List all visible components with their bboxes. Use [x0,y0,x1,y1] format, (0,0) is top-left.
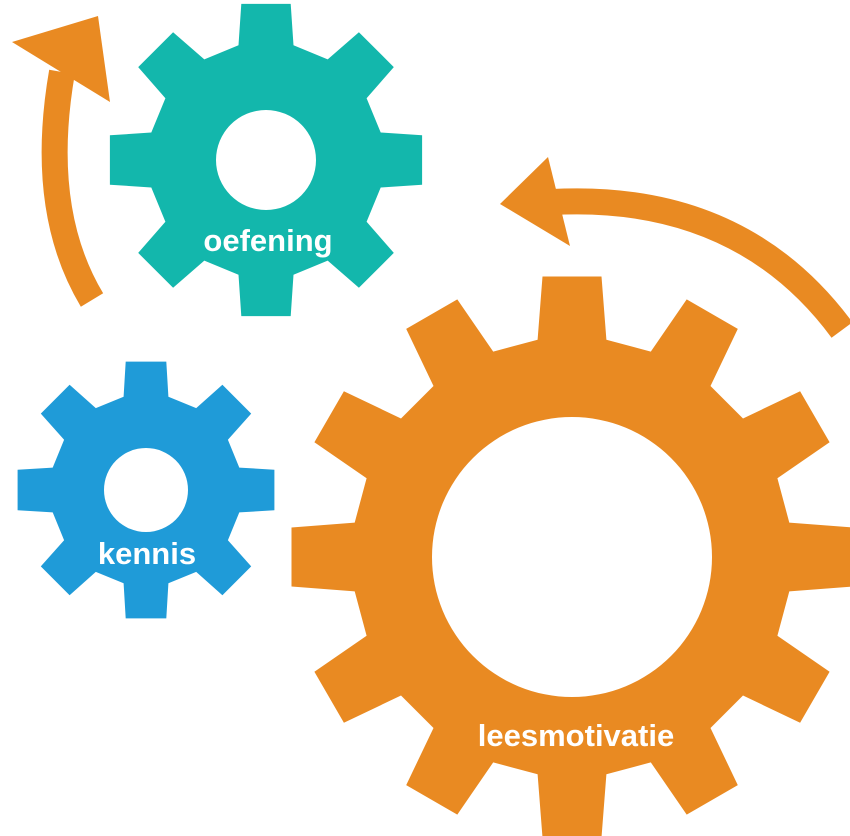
gear-kennis-icon [17,361,275,619]
gear-kennis: kennis [17,361,275,619]
curved-arrow-up-icon [12,16,110,307]
gear-leesmotivatie-label: leesmotivatie [478,718,674,753]
gear-leesmotivatie-icon [291,276,850,836]
left-arrow-shaft [41,69,104,307]
gear-leesmotivatie: leesmotivatie [291,276,850,836]
right-arrow-shaft [551,188,850,338]
right-arrow-head [500,157,570,246]
gear-kennis-label: kennis [98,536,196,571]
gear-oefening: oefening [109,3,423,317]
gear-oefening-icon [109,3,423,317]
gear-oefening-label: oefening [203,223,332,258]
left-arrow-head [12,16,110,102]
curved-arrow-left-icon [500,157,850,338]
